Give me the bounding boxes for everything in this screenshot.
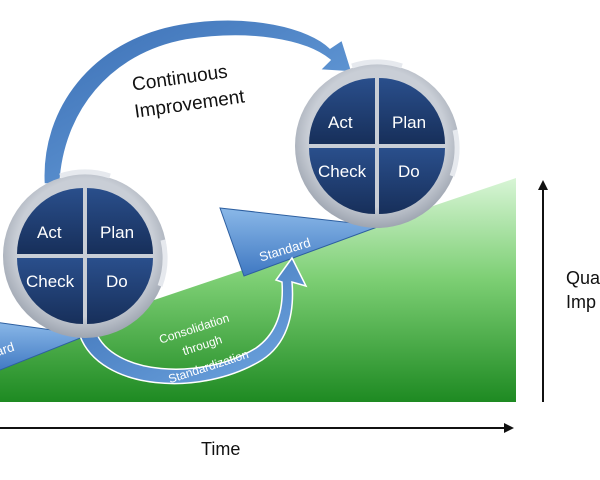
plan-label: Plan bbox=[100, 223, 134, 242]
plan-quadrant bbox=[87, 188, 153, 254]
do-quadrant bbox=[87, 258, 153, 324]
do-label: Do bbox=[106, 272, 128, 291]
do-label: Do bbox=[398, 162, 420, 181]
consolidation-arrow bbox=[79, 256, 308, 385]
standard-wedge-right bbox=[219, 207, 381, 277]
act-quadrant bbox=[17, 188, 83, 254]
quality-ramp bbox=[0, 178, 516, 402]
check-quadrant bbox=[17, 258, 83, 324]
quality-axis-label-line-1: Qua bbox=[566, 268, 600, 288]
check-label: Check bbox=[26, 272, 75, 291]
quality-axis-label-line-2: Imp bbox=[566, 292, 596, 312]
pdca-cycle-right: Act Plan Check Do bbox=[295, 59, 460, 228]
time-axis-label: Time bbox=[201, 439, 240, 459]
check-quadrant bbox=[309, 148, 375, 214]
act-quadrant bbox=[309, 78, 375, 144]
standard-label-left: ard bbox=[0, 339, 16, 359]
pdca-cycle-left: Act Plan Check Do bbox=[3, 169, 168, 338]
plan-quadrant bbox=[379, 78, 445, 144]
act-label: Act bbox=[37, 223, 62, 242]
plan-label: Plan bbox=[392, 113, 426, 132]
cycle-ring bbox=[295, 64, 459, 228]
do-quadrant bbox=[379, 148, 445, 214]
cycle-ring bbox=[3, 174, 167, 338]
act-label: Act bbox=[328, 113, 353, 132]
check-label: Check bbox=[318, 162, 367, 181]
